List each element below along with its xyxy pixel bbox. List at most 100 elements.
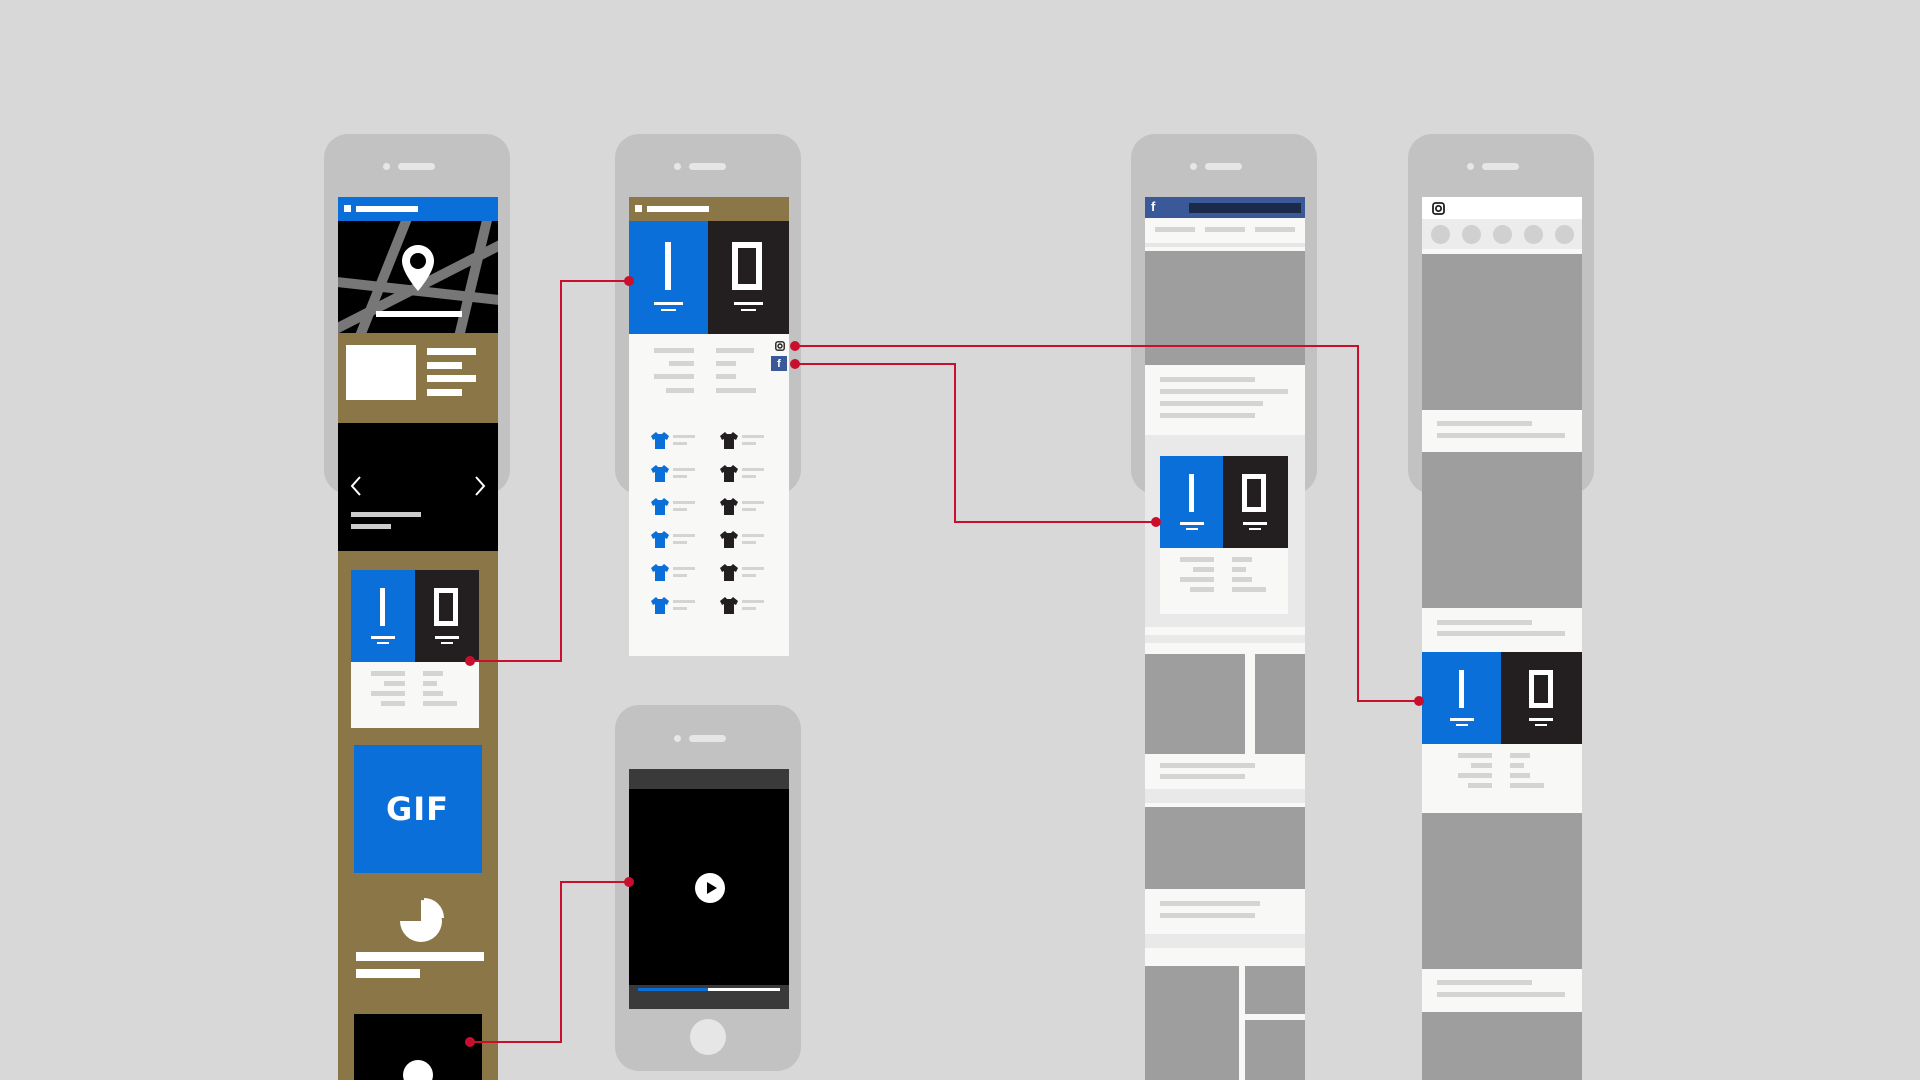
product-black-panel[interactable] [708,221,789,334]
post-image[interactable] [1422,1012,1582,1080]
facebook-icon[interactable]: f [771,356,787,371]
map-card[interactable] [338,214,498,343]
instagram-header [1422,197,1582,219]
facebook-logo: f [1151,199,1156,214]
play-icon[interactable] [403,1060,433,1080]
facebook-header: f [1145,197,1305,218]
shirt-label-line [673,607,687,610]
carousel[interactable] [338,423,498,551]
connector-video-to-player [470,881,629,1043]
shirt-label-line [742,607,756,610]
shirt-label-line [742,475,756,478]
video-area[interactable] [629,789,789,985]
gif-card[interactable]: GIF [354,745,482,873]
post-image[interactable] [1145,807,1305,889]
video-screen [629,769,789,1009]
embedded-product-card[interactable] [1160,456,1288,614]
camera-dot [1190,163,1197,170]
shirt-label-line [742,600,764,603]
shirt-label-line [742,442,756,445]
t-shirt-icon[interactable] [720,531,738,548]
speaker-slot [689,735,726,742]
video-progress-track[interactable] [638,988,780,991]
t-shirt-icon[interactable] [651,498,669,515]
connector-dot [1414,696,1424,706]
shirt-label-line [673,475,687,478]
video-progress-fill [638,988,708,991]
t-shirt-icon[interactable] [651,465,669,482]
story-avatar[interactable] [1493,225,1512,244]
story-avatar[interactable] [1431,225,1450,244]
camera-dot [1467,163,1474,170]
connector-dot [790,341,800,351]
connector-dot [465,1037,475,1047]
t-shirt-icon[interactable] [720,432,738,449]
speaker-slot [1482,163,1519,170]
article-card[interactable] [338,337,498,421]
camera-dot [674,163,681,170]
feed-header [338,197,498,221]
connector-dot [790,359,800,369]
instagram-icon[interactable] [775,341,785,351]
shirt-label-line [742,468,764,471]
t-shirt-icon[interactable] [720,465,738,482]
speaker-slot [689,163,726,170]
camera-dot [674,735,681,742]
post-image[interactable] [1245,1020,1305,1080]
play-icon[interactable] [695,873,725,903]
shirt-label-line [742,567,764,570]
post-image[interactable] [1245,966,1305,1014]
speaker-slot [398,163,435,170]
connector-feed-to-product [470,280,629,662]
shirt-label-line [673,600,695,603]
product-header [629,197,789,221]
t-shirt-icon[interactable] [651,432,669,449]
post-image[interactable] [1255,654,1305,754]
t-shirt-icon[interactable] [651,531,669,548]
shirt-label-line [673,541,687,544]
location-pin-icon [402,245,434,291]
shirt-label-line [742,508,756,511]
chevron-right-icon[interactable] [474,475,486,497]
shirt-label-line [673,468,695,471]
home-button[interactable] [690,1019,726,1055]
shirt-label-line [673,574,687,577]
post-image[interactable] [1145,654,1245,754]
speaker-slot [1205,163,1242,170]
connector-dot [1151,517,1161,527]
shirt-label-line [673,534,695,537]
shirt-label-line [673,508,687,511]
chevron-left-icon[interactable] [350,475,362,497]
post-image[interactable] [1422,254,1582,410]
connector-dot [465,656,475,666]
post-image[interactable] [1145,966,1239,1080]
shirt-label-line [742,574,756,577]
t-shirt-icon[interactable] [720,498,738,515]
product-compare-card[interactable] [351,570,479,728]
shirt-label-line [673,567,695,570]
story-avatar[interactable] [1524,225,1543,244]
t-shirt-icon[interactable] [651,564,669,581]
post-image[interactable] [1422,813,1582,969]
connector-instagram-to-feed [795,345,1419,702]
instagram-screen [1422,197,1582,1080]
connector-dot [624,877,634,887]
feed-screen: GIF [338,197,498,1080]
t-shirt-icon[interactable] [651,597,669,614]
product-screen: f [629,197,789,656]
post-image[interactable] [1422,452,1582,608]
shirt-label-line [673,501,695,504]
t-shirt-icon[interactable] [720,564,738,581]
product-blue-panel[interactable] [629,221,708,334]
video-card[interactable] [354,1014,482,1080]
story-avatar[interactable] [1462,225,1481,244]
embedded-product-card[interactable] [1422,652,1582,808]
shirt-label-line [742,501,764,504]
shirt-label-line [673,442,687,445]
t-shirt-icon[interactable] [720,597,738,614]
story-avatar[interactable] [1555,225,1574,244]
instagram-icon [1432,202,1445,215]
gif-label: GIF [386,790,450,828]
connector-dot [624,276,634,286]
